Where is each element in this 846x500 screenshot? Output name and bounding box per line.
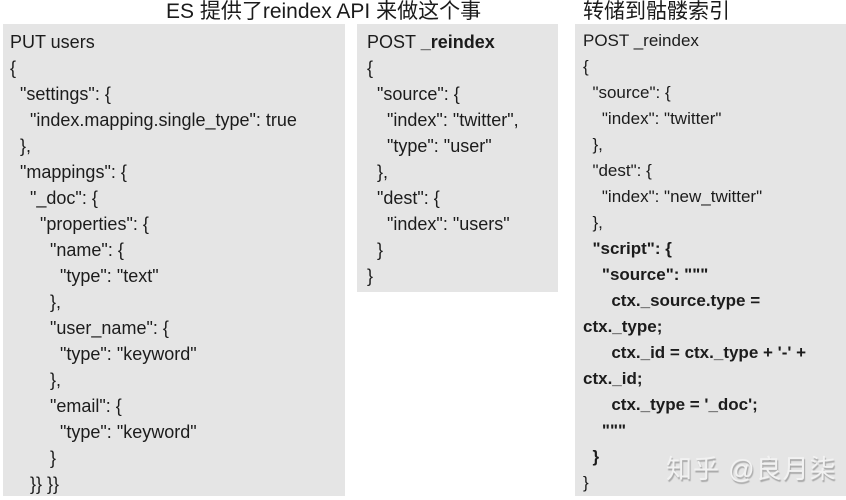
code-segment: "index.mapping.single_type": true (10, 110, 297, 130)
code-segment: } (10, 448, 57, 468)
code-segment: { (367, 58, 374, 78)
code-line: }, (10, 367, 345, 393)
code-segment: "script": { (583, 239, 672, 258)
code-segment: "source": { (367, 84, 460, 104)
code-segment: "source": { (583, 83, 671, 102)
code-segment: """ (583, 421, 627, 440)
code-line: "index": "new_twitter" (583, 184, 846, 210)
code-line: ctx._id; (583, 366, 846, 392)
code-line: } (367, 263, 558, 289)
code-line: "email": { (10, 393, 345, 419)
code-line: PUT users (10, 29, 345, 55)
zhihu-watermark: 知乎 @良月柒 (666, 454, 837, 484)
code-segment: }, (367, 162, 389, 182)
code-segment: "type": "keyword" (10, 422, 197, 442)
code-segment: "index": "new_twitter" (583, 187, 763, 206)
code-segment: "type": "text" (10, 266, 159, 286)
code-segment: "dest": { (583, 161, 652, 180)
code-segment: "user_name": { (10, 318, 169, 338)
code-segment: "dest": { (367, 188, 440, 208)
code-line: "index": "twitter" (583, 106, 846, 132)
code-line: } (583, 470, 846, 496)
code-line: "dest": { (583, 158, 846, 184)
code-segment: "name": { (10, 240, 124, 260)
code-line: """ (583, 418, 846, 444)
code-segment: ctx._type; (583, 317, 663, 336)
code-line: "type": "user" (367, 133, 558, 159)
code-segment: "type": "keyword" (10, 344, 197, 364)
code-line: ctx._id = ctx._type + '-' + (583, 340, 846, 366)
code-segment: { (583, 57, 589, 76)
code-segment: }} }} (10, 474, 60, 494)
code-line: "name": { (10, 237, 345, 263)
code-line: { (10, 55, 345, 81)
code-segment: "mappings": { (10, 162, 127, 182)
code-line: { (367, 55, 558, 81)
code-line: "_doc": { (10, 185, 345, 211)
code-segment: "email": { (10, 396, 122, 416)
code-line: "mappings": { (10, 159, 345, 185)
caption-dump-to-index: 转储到骷髅索引 (583, 0, 730, 23)
code-line: { (583, 54, 846, 80)
code-line: }, (10, 289, 345, 315)
code-segment: { (10, 58, 17, 78)
code-line: "source": { (583, 80, 846, 106)
code-line: "user_name": { (10, 315, 345, 341)
code-line: }, (583, 132, 846, 158)
code-segment: POST _reindex (583, 31, 699, 50)
code-segment: } (583, 447, 600, 466)
code-panel-put-users: PUT users { "settings": { "index.mapping.… (3, 24, 345, 496)
code-segment: "_doc": { (10, 188, 98, 208)
code-line: "source": { (367, 81, 558, 107)
code-line: "dest": { (367, 185, 558, 211)
code-line: }, (583, 210, 846, 236)
code-line: "type": "text" (10, 263, 345, 289)
code-line: POST _reindex (583, 28, 846, 54)
code-line: "properties": { (10, 211, 345, 237)
code-panel-reindex-basic: POST _reindex { "source": { "index": "twi… (357, 24, 558, 292)
code-line: ctx._type = '_doc'; (583, 392, 846, 418)
code-segment: ctx._source.type = (583, 291, 761, 310)
code-segment: "source": """ (583, 265, 709, 284)
code-segment: "index": "users" (367, 214, 510, 234)
code-line: "source": """ (583, 262, 846, 288)
code-segment: POST (367, 32, 421, 52)
code-line: }, (10, 133, 345, 159)
code-segment: }, (583, 135, 603, 154)
code-line: "index": "users" (367, 211, 558, 237)
code-line: ctx._type; (583, 314, 846, 340)
code-line: "settings": { (10, 81, 345, 107)
code-segment: "index": "twitter" (583, 109, 722, 128)
code-segment: ctx._type = '_doc'; (583, 395, 758, 414)
code-line: }} }} (10, 471, 345, 497)
code-line: "type": "keyword" (10, 341, 345, 367)
code-segment: } (583, 473, 589, 492)
code-line: } (367, 237, 558, 263)
code-line: } (583, 444, 846, 470)
code-segment: "type": "user" (367, 136, 492, 156)
code-segment: }, (10, 370, 62, 390)
code-segment: PUT users (10, 32, 95, 52)
caption-reindex-api: ES 提供了reindex API 来做这个事 (166, 0, 482, 23)
code-segment: } (367, 266, 374, 286)
code-segment: }, (583, 213, 603, 232)
code-segment: _reindex (420, 32, 495, 52)
code-line: POST _reindex (367, 29, 558, 55)
code-line: }, (367, 159, 558, 185)
code-segment: } (367, 240, 384, 260)
code-segment: }, (10, 136, 32, 156)
code-segment: ctx._id = ctx._type + '-' + (583, 343, 807, 362)
code-panel-reindex-script: POST _reindex { "source": { "index": "twi… (575, 24, 846, 496)
code-segment: }, (10, 292, 62, 312)
code-line: "index": "twitter", (367, 107, 558, 133)
code-line: "type": "keyword" (10, 419, 345, 445)
code-segment: "properties": { (10, 214, 149, 234)
code-line: "index.mapping.single_type": true (10, 107, 345, 133)
code-segment: "settings": { (10, 84, 111, 104)
code-line: } (10, 445, 345, 471)
code-line: ctx._source.type = (583, 288, 846, 314)
code-segment: ctx._id; (583, 369, 643, 388)
code-segment: "index": "twitter", (367, 110, 519, 130)
code-line: "script": { (583, 236, 846, 262)
